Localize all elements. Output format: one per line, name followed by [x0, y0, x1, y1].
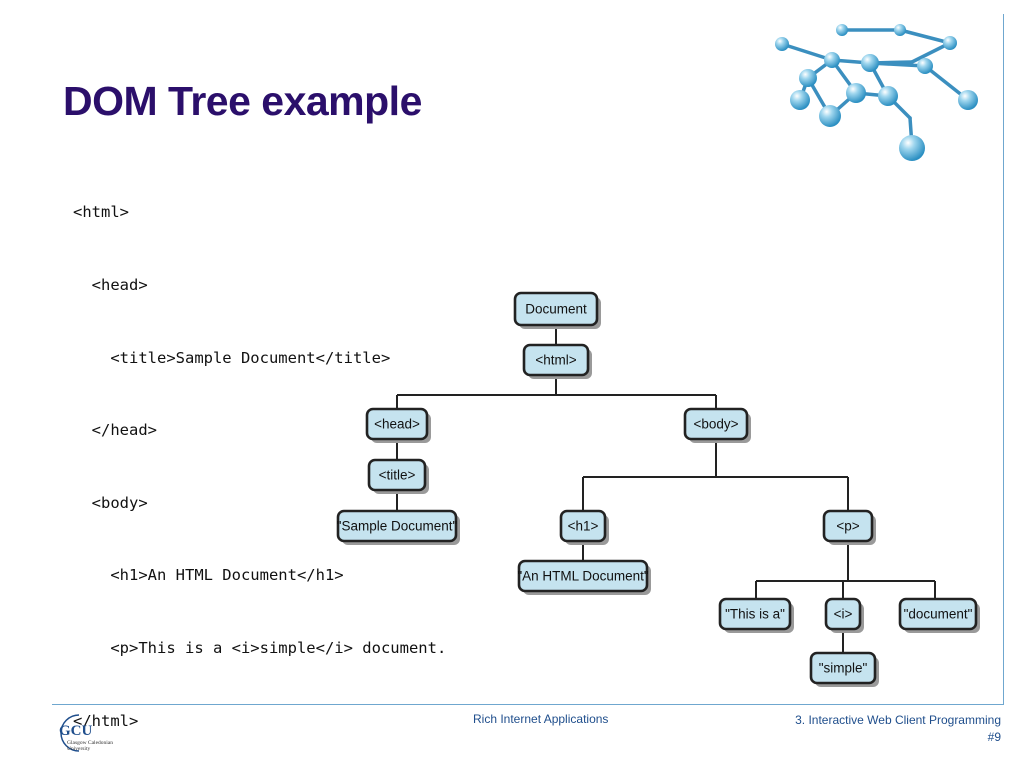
code-line: <html> — [73, 203, 129, 222]
tree-node-this-is-a: "This is a" — [718, 597, 794, 633]
code-line: <title>Sample Document</title> — [73, 348, 391, 367]
tree-node-p: <p> — [822, 509, 876, 545]
node-label: Document — [525, 302, 587, 317]
node-label: <p> — [836, 519, 859, 534]
code-line: </head> — [73, 421, 157, 440]
slide-title: DOM Tree example — [63, 78, 422, 124]
node-label: <body> — [693, 417, 738, 432]
logo-subtext: University — [67, 746, 90, 752]
tree-node-i: <i> — [824, 597, 864, 633]
node-label: <i> — [834, 607, 853, 622]
code-line: </html> — [73, 711, 139, 730]
code-line: <h1>An HTML Document</h1> — [73, 566, 344, 585]
node-label: "document" — [904, 607, 973, 622]
footer-course: Rich Internet Applications — [473, 712, 609, 726]
html-code-block: <html> <head> <title>Sample Document</ti… — [73, 152, 446, 757]
node-label: <head> — [374, 417, 420, 432]
logo-subtext: Glasgow Caledonian — [67, 740, 113, 746]
molecule-network-icon — [775, 24, 978, 161]
gcu-logo: GCU Glasgow Caledonian University — [59, 714, 113, 752]
footer-divider — [52, 704, 1004, 705]
footer-right: 3. Interactive Web Client Programming #9 — [795, 712, 1001, 746]
tree-node-document-text: "document" — [898, 597, 980, 633]
node-label: "Sample Document" — [337, 519, 458, 534]
dom-tree-diagram: Document <html> <head> <body> <title> "S… — [337, 291, 980, 687]
node-label: "This is a" — [725, 607, 785, 622]
node-label: <html> — [535, 353, 576, 368]
tree-node-h1: <h1> — [559, 509, 609, 545]
footer-lecture: 3. Interactive Web Client Programming — [795, 713, 1001, 727]
tree-node-body: <body> — [683, 407, 751, 443]
node-label: <title> — [379, 468, 416, 483]
tree-node-html: <html> — [522, 343, 592, 379]
node-label: "simple" — [819, 661, 868, 676]
tree-node-simple: "simple" — [809, 651, 879, 687]
code-line: <p>This is a <i>simple</i> document. — [73, 639, 447, 658]
tree-node-head: <head> — [365, 407, 431, 443]
tree-node-sample-document: "Sample Document" — [337, 509, 460, 545]
tree-node-document: Document — [513, 291, 601, 329]
right-border-line — [1003, 14, 1004, 704]
tree-node-an-html-document: "An HTML Document" — [517, 559, 651, 595]
code-line: <head> — [73, 276, 148, 295]
logo-text: GCU — [59, 723, 93, 739]
code-line: <body> — [73, 493, 148, 512]
tree-node-title: <title> — [367, 458, 429, 494]
node-label: "An HTML Document" — [517, 569, 649, 584]
node-label: <h1> — [568, 519, 599, 534]
slide-number: #9 — [987, 730, 1001, 744]
